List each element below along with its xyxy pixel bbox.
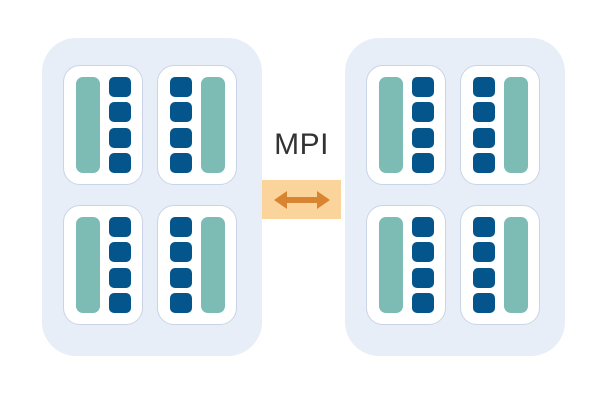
memory-bar bbox=[503, 217, 528, 313]
node-panel-right bbox=[345, 38, 565, 356]
core-square bbox=[472, 127, 495, 148]
core-stack bbox=[169, 217, 192, 313]
memory-bar bbox=[200, 77, 225, 173]
core-square bbox=[169, 127, 192, 148]
mpi-label: MPI bbox=[274, 128, 329, 161]
memory-bar bbox=[503, 77, 528, 173]
core-square bbox=[108, 242, 131, 263]
core-square bbox=[108, 127, 131, 148]
core-square bbox=[411, 217, 434, 237]
core-stack bbox=[108, 77, 131, 173]
core-square bbox=[472, 267, 495, 288]
core-square bbox=[411, 152, 434, 173]
core-square bbox=[169, 292, 192, 313]
core-square bbox=[169, 152, 192, 173]
core-square bbox=[411, 127, 434, 148]
socket-card-bottom-right bbox=[460, 205, 540, 325]
core-square bbox=[472, 292, 495, 313]
core-stack bbox=[411, 77, 434, 173]
memory-bar bbox=[75, 77, 100, 173]
core-square bbox=[411, 267, 434, 288]
socket-card-top-right bbox=[157, 65, 237, 185]
memory-bar bbox=[200, 217, 225, 313]
core-square bbox=[411, 77, 434, 97]
mpi-arrow-band bbox=[262, 180, 341, 219]
core-square bbox=[169, 242, 192, 263]
core-square bbox=[169, 217, 192, 237]
double-headed-horizontal-arrow-icon bbox=[272, 188, 332, 212]
core-square bbox=[108, 152, 131, 173]
core-square bbox=[411, 242, 434, 263]
core-square bbox=[169, 102, 192, 123]
core-stack bbox=[108, 217, 131, 313]
core-square bbox=[169, 77, 192, 97]
core-square bbox=[108, 292, 131, 313]
core-square bbox=[108, 267, 131, 288]
socket-card-bottom-left bbox=[63, 205, 143, 325]
core-square bbox=[472, 102, 495, 123]
socket-card-top-left bbox=[366, 65, 446, 185]
socket-card-top-right bbox=[460, 65, 540, 185]
core-stack bbox=[472, 77, 495, 173]
core-square bbox=[472, 77, 495, 97]
core-square bbox=[411, 292, 434, 313]
socket-card-bottom-left bbox=[366, 205, 446, 325]
node-panel-left bbox=[42, 38, 262, 356]
core-square bbox=[472, 217, 495, 237]
core-stack bbox=[411, 217, 434, 313]
core-stack bbox=[472, 217, 495, 313]
core-square bbox=[169, 267, 192, 288]
memory-bar bbox=[75, 217, 100, 313]
memory-bar bbox=[378, 217, 403, 313]
core-square bbox=[411, 102, 434, 123]
core-square bbox=[108, 77, 131, 97]
memory-bar bbox=[378, 77, 403, 173]
core-square bbox=[108, 102, 131, 123]
core-square bbox=[108, 217, 131, 237]
socket-card-top-left bbox=[63, 65, 143, 185]
core-square bbox=[472, 152, 495, 173]
core-square bbox=[472, 242, 495, 263]
socket-card-bottom-right bbox=[157, 205, 237, 325]
core-stack bbox=[169, 77, 192, 173]
mpi-link: MPI bbox=[262, 128, 341, 220]
